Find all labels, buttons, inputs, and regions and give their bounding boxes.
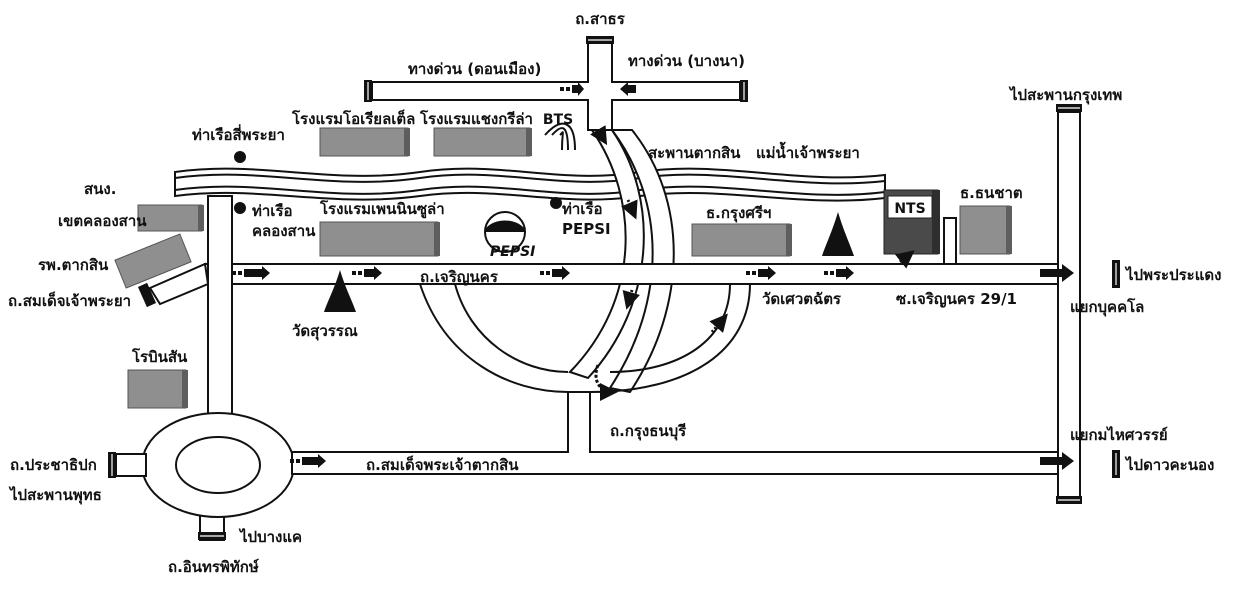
wat-sawettachat-temple-icon	[822, 212, 854, 256]
district-office-label-line1: สนง.	[84, 180, 116, 198]
mahaisawan-intersection-label: แยกมไหศวรรย์	[1070, 425, 1168, 444]
pepsi-logo-icon: PEPSI	[484, 211, 535, 260]
expressway-west-end-cap	[364, 80, 372, 102]
soi-stub	[943, 217, 957, 265]
somdet-chaophraya-road-label: ถ.สมเด็จเจ้าพระยา	[8, 291, 131, 310]
arrow-bridge-2	[621, 199, 638, 220]
right-vertical-road	[1056, 104, 1082, 504]
to-krungthep-bridge-label: ไปสะพานกรุงเทพ	[1008, 85, 1122, 105]
arrow-charoen-1	[232, 266, 270, 280]
arrow-bridge-3	[622, 289, 640, 310]
arrow-expressway-2	[620, 82, 636, 96]
somdet-phrachao-taksin-road	[291, 391, 1120, 478]
expressway-donmuang-label: ทางด่วน (ดอนเมือง)	[408, 60, 541, 78]
khlong-san-pier-label-line1: ท่าเรือ	[252, 202, 293, 220]
khlong-san-pier-marker	[234, 202, 246, 214]
prachathipok-road-label: ถ.ประชาธิปก	[10, 456, 97, 474]
shangrila-hotel-building	[433, 127, 532, 157]
district-office-label-line2: เขตคลองสาน	[58, 212, 147, 230]
to-dao-khanong-label: ไปดาวคะนอง	[1124, 455, 1214, 474]
arrow-charoen-5	[824, 266, 854, 280]
arrow-taksin-road-1	[290, 454, 326, 468]
charoen-nakhon-road-label: ถ.เจริญนคร	[420, 268, 499, 286]
chaophraya-river	[174, 167, 886, 202]
nts-logo: NTS	[894, 201, 925, 217]
oriental-hotel-building	[319, 127, 410, 157]
somdet-phrachao-taksin-road-label: ถ.สมเด็จพระเจ้าตากสิน	[366, 455, 519, 474]
arrow-loop-up	[709, 313, 728, 333]
krungsri-bank-building	[691, 223, 792, 257]
arrow-charoen-2	[352, 266, 382, 280]
to-pradaeng-label: ไปพระประแดง	[1124, 265, 1221, 284]
thanachart-bank-label: ธ.ธนชาต	[960, 184, 1023, 202]
district-office-building	[137, 204, 204, 232]
oriental-hotel-label: โรงแรมโอเรียลเต็ล	[291, 109, 415, 128]
robinson-building	[127, 369, 188, 409]
direction-arrows	[232, 82, 1074, 470]
sathorn-road-label: ถ.สาธร	[575, 10, 626, 28]
roundabout	[141, 412, 295, 518]
robinson-label: โรบินสัน	[131, 347, 188, 366]
shangrila-hotel-label: โรงแรมแชงกรีล่า	[419, 109, 533, 128]
krung-thonburi-road-label: ถ.กรุงธนบุรี	[610, 422, 687, 441]
pepsi-logo-text: PEPSI	[490, 244, 535, 260]
pepsi-pier-label-line2: PEPSI	[562, 220, 611, 238]
krung-thonburi-loop	[419, 283, 751, 393]
expressway-bangna-label: ทางด่วน (บางนา)	[628, 52, 745, 70]
wat-suwan-label: วัดสุวรรณ	[292, 322, 358, 341]
arrow-bridge-1	[590, 125, 608, 146]
chaophraya-river-label: แม่น้ำเจ้าพระยา	[756, 141, 860, 162]
taksin-bridge-label: สะพานตากสิน	[648, 144, 741, 162]
to-bang-khae-label: ไปบางแค	[238, 527, 302, 546]
si-phraya-pier-label: ท่าเรือสี่พระยา	[192, 124, 285, 144]
taksin-hospital-label: รพ.ตากสิน	[38, 256, 109, 274]
bukkhalo-intersection-label: แยกบุคคโล	[1070, 297, 1144, 317]
soi-charoen-nakhon-label: ซ.เจริญนคร 29/1	[896, 290, 1017, 308]
pepsi-pier-label-line1: ท่าเรือ	[562, 200, 603, 218]
krungsri-bank-label: ธ.กรุงศรีฯ	[706, 204, 771, 223]
arrow-taksin-road-2	[1040, 452, 1074, 470]
pepsi-pier-marker	[550, 197, 562, 209]
taksin-hospital-building	[114, 233, 192, 289]
peninsula-hotel-label: โรงแรมเพนนินซูล่า	[319, 199, 445, 219]
somdet-chaophraya-road	[137, 262, 210, 308]
arrow-expressway-1	[560, 82, 584, 96]
arrow-charoen-3	[540, 266, 570, 280]
nts-building: NTS	[883, 189, 940, 255]
arrow-charoen-6	[1040, 264, 1074, 282]
expressway-east-end-cap	[740, 80, 748, 102]
to-phut-bridge-label: ไปสะพานพุทธ	[8, 485, 102, 505]
thanachart-bank-building	[959, 205, 1012, 255]
si-phraya-pier-marker	[234, 151, 246, 163]
inthraphithak-road-label: ถ.อินทรพิทักษ์	[168, 558, 259, 576]
left-vertical-road	[198, 195, 233, 541]
khlong-san-pier-label-line2: คลองสาน	[252, 222, 316, 240]
wat-sawettachat-label: วัดเศวตฉัตร	[762, 290, 842, 308]
prachathipok-road	[108, 452, 147, 478]
bts-label: BTS	[543, 112, 573, 128]
arrow-soi	[895, 250, 915, 269]
peninsula-hotel-building	[319, 221, 440, 257]
bts-logo-icon: BTS	[543, 112, 576, 151]
sathorn-road-end-cap	[586, 36, 614, 44]
arrow-charoen-4	[746, 266, 776, 280]
wat-suwan-temple-icon	[324, 270, 356, 312]
